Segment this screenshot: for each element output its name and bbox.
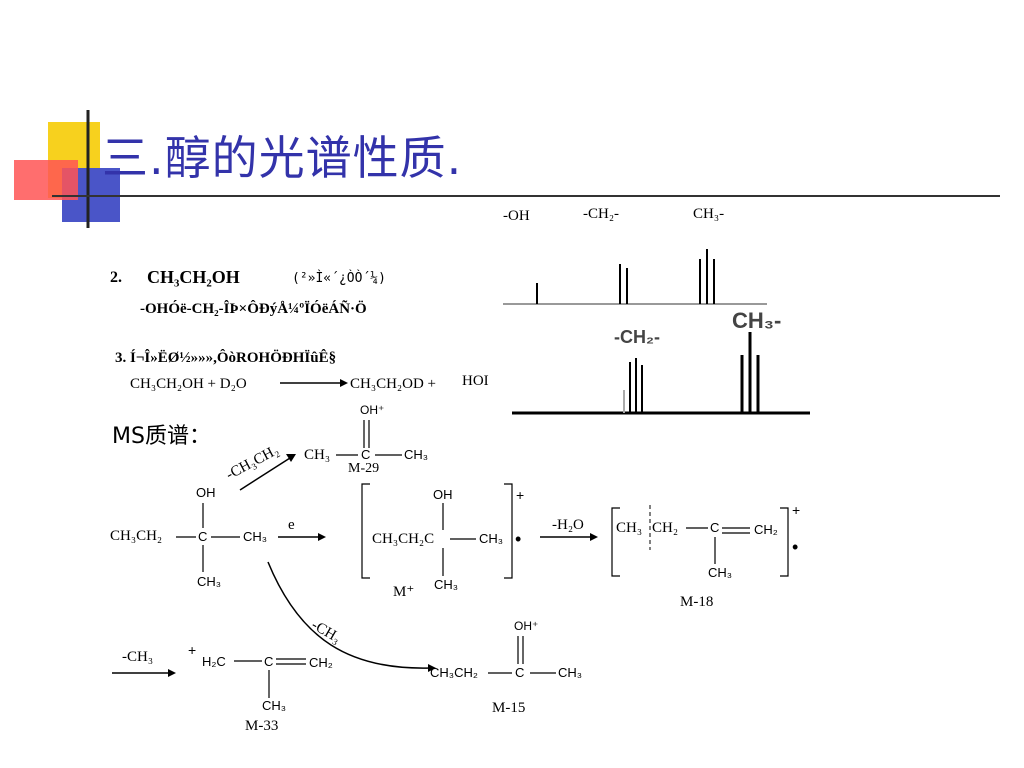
ms-label: MS质谱： [112, 424, 211, 449]
reaction-left: CH₃CH₂OH + D₂O [130, 376, 247, 392]
reaction-right: CH₃CH₂OD + [350, 376, 437, 392]
item3-line: 3. Í¬Î»ËØ½»»»,ÔòROHÖÐHÏûÊ§ [115, 350, 337, 366]
nmr-label-ch2: -CH₂- [583, 206, 620, 222]
arrow-e-head [318, 533, 326, 541]
arrow-m29-head [286, 454, 296, 462]
loss-methyl-label: -CH₃ [122, 649, 154, 665]
mplus-bottom: CH₃ [434, 577, 459, 592]
m15-c: C [515, 665, 525, 680]
m29-c: C [361, 447, 371, 462]
m18-ch2a: CH₂ [652, 520, 679, 536]
m18-radical: • [792, 537, 799, 557]
m15-oh: OH⁺ [514, 619, 539, 633]
m18-bracket-right [780, 507, 789, 577]
m33-c: C [264, 654, 274, 669]
m33-h2c: H₂C [202, 654, 226, 669]
reaction-hoi: HOI [462, 373, 489, 389]
mplus-bracket-left [361, 483, 370, 579]
start-right: CH₃ [243, 529, 268, 544]
arrow-ch3-head [168, 669, 176, 677]
m29-oh: OH⁺ [360, 403, 385, 417]
nmr-label-ch3: CH₃- [693, 206, 725, 222]
m18-label: M-18 [680, 594, 714, 610]
m29-right: CH₃ [404, 447, 429, 462]
mplus-oh: OH [433, 487, 453, 502]
mplus-charge: + [516, 487, 525, 503]
m29-label: M-29 [348, 461, 380, 476]
m33-ch2: CH₂ [309, 655, 333, 670]
nmr-bottom-label-ch2: -CH₂- [614, 327, 660, 347]
m18-bracket-left [611, 507, 620, 577]
start-bottom: CH₃ [197, 574, 222, 589]
m18-bottom: CH₃ [708, 565, 733, 580]
start-c: C [198, 529, 208, 544]
arrow-e-label: e [288, 517, 295, 533]
arrow-curve-m15-head [428, 664, 436, 672]
item2-line2: -OHÓë-CH₂-ÎÞ×ÔÐýÅ¼ºÏÓëÁÑ·Ö [140, 301, 367, 317]
m18-charge: + [792, 502, 801, 518]
mplus-radical: • [515, 529, 522, 549]
mplus-right: CH₃ [479, 531, 504, 546]
decor-red-square [14, 160, 78, 200]
m15-right: CH₃ [558, 665, 583, 680]
mplus-bracket-right [504, 483, 513, 579]
m18-c: C [710, 520, 720, 535]
nmr-bottom-label-ch3: CH₃- [732, 308, 782, 333]
mplus-label: M⁺ [393, 584, 415, 600]
m15-label: M-15 [492, 700, 526, 716]
item2-number: 2. [110, 269, 122, 286]
arrow-m29 [239, 457, 291, 491]
mplus-left: CH₃CH₂C [372, 531, 435, 547]
reaction-arrow-head [340, 379, 348, 387]
m33-label: M-33 [245, 718, 279, 734]
m33-charge: + [188, 642, 197, 658]
m18-ch2b: CH₂ [754, 522, 778, 537]
arrow-curve-m15 [267, 561, 431, 669]
start-left: CH₃CH₂ [110, 528, 163, 544]
arrow-h2o-head [590, 533, 598, 541]
m18-left: CH₃ [616, 520, 643, 536]
item2-note: (²»Ì«´¿ÒÒ´¼) [292, 271, 386, 286]
m29-left: CH₃ [304, 447, 331, 463]
m15-left: CH₃CH₂ [430, 665, 478, 680]
loss-water-label: -H₂O [552, 517, 584, 533]
item2-formula: CH₃CH₂OH [147, 267, 240, 287]
m33-bottom: CH₃ [262, 698, 287, 713]
start-oh: OH [196, 485, 216, 500]
slide-title: 三.醇的光谱性质. [102, 131, 463, 185]
nmr-label-oh: -OH [503, 208, 530, 224]
